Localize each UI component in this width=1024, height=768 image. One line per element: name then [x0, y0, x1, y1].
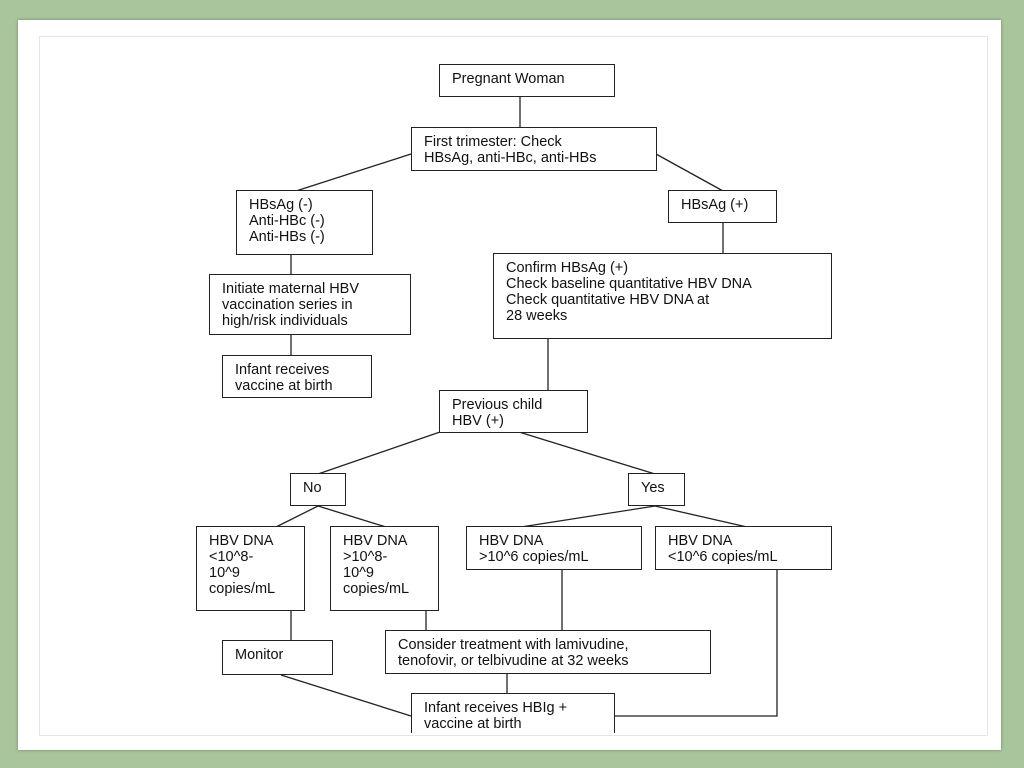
node-hbsag-positive: HBsAg (+) — [668, 190, 777, 223]
node-dna-high-no: HBV DNA >10^8- 10^9 copies/mL — [330, 526, 439, 611]
connector-trimester-to-negative — [295, 153, 412, 192]
node-dna-low-no: HBV DNA <10^8- 10^9 copies/mL — [196, 526, 305, 611]
node-dna-low-yes: HBV DNA <10^6 copies/mL — [655, 526, 832, 570]
node-first-trimester-check: First trimester: Check HBsAg, anti-HBc, … — [411, 127, 657, 171]
connector-dna-low-yes-to-infant — [615, 569, 778, 717]
node-dna-high-yes: HBV DNA >10^6 copies/mL — [466, 526, 642, 570]
connector-trimester-to-positive — [655, 153, 724, 192]
connector-previous-to-no — [317, 431, 441, 475]
node-consider-treatment: Consider treatment with lamivudine, teno… — [385, 630, 711, 674]
connector-no-to-dna-low — [275, 505, 319, 528]
connector-previous-to-yes — [518, 431, 656, 475]
node-yes: Yes — [628, 473, 685, 506]
node-monitor: Monitor — [222, 640, 333, 675]
node-hbsag-negative: HBsAg (-) Anti-HBc (-) Anti-HBs (-) — [236, 190, 373, 255]
node-no: No — [290, 473, 346, 506]
node-initiate-vaccination: Initiate maternal HBV vaccination series… — [209, 274, 411, 335]
connector-yes-to-dna-low — [654, 505, 748, 528]
node-confirm-hbsag: Confirm HBsAg (+) Check baseline quantit… — [493, 253, 832, 339]
connector-yes-to-dna-high — [520, 505, 656, 528]
node-infant-hbig: Infant receives HBIg + vaccine at birth — [411, 693, 615, 733]
node-infant-vaccine: Infant receives vaccine at birth — [222, 355, 372, 398]
node-previous-child: Previous child HBV (+) — [439, 390, 588, 433]
slide-content-frame — [39, 36, 988, 736]
node-pregnant-woman: Pregnant Woman — [439, 64, 615, 97]
connector-no-to-dna-high — [317, 505, 387, 528]
connector-monitor-to-infant — [280, 674, 412, 717]
